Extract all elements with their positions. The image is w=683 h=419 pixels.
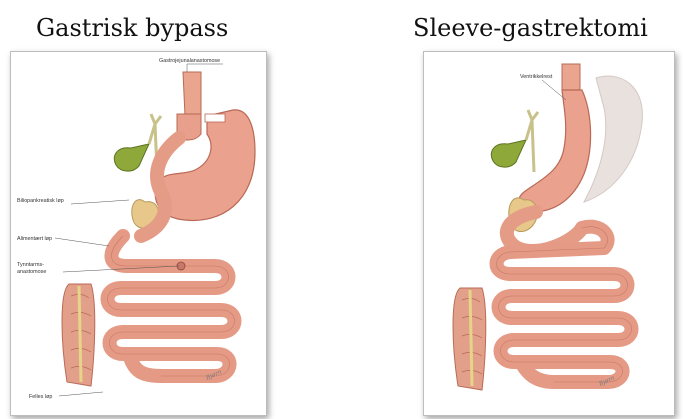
gallbladder — [114, 144, 149, 171]
small-intestine — [108, 236, 235, 376]
colon — [453, 288, 486, 390]
label-jejunojejunal-2: anastomose — [17, 269, 46, 275]
removed-stomach-portion — [584, 76, 642, 202]
colon — [62, 284, 95, 386]
label-common-limb: Felles løp — [29, 394, 52, 400]
title-sleeve-gastrectomy: Sleeve-gastrektomi — [413, 14, 648, 42]
label-gastrojejunal-anastomosis: Gastrojejunalanastomose — [159, 58, 220, 64]
sleeve-gastrectomy-figure: Ventrikkelrest Bjørn — [423, 51, 675, 416]
label-jejunojejunal-1: Tynntarms- — [17, 262, 44, 268]
label-alimentary-limb: Alimentært løp — [17, 236, 52, 242]
gallbladder — [491, 140, 526, 167]
label-biliopancreatic-limb: Biliopankreatisk løp — [17, 198, 64, 204]
bile-duct — [526, 110, 538, 172]
gastric-bypass-figure: Gastrojejunalanastomose Biliopankreatisk… — [10, 51, 267, 416]
label-gastric-remnant: Ventrikkelrest — [520, 74, 553, 80]
gastric-sleeve — [518, 90, 590, 212]
stomach-staple-line — [205, 114, 225, 122]
gastric-bypass-illustration: Gastrojejunalanastomose Biliopankreatisk… — [11, 52, 266, 415]
title-gastric-bypass: Gastrisk bypass — [36, 14, 228, 42]
sleeve-gastrectomy-illustration: Ventrikkelrest Bjørn — [424, 52, 674, 415]
esophagus — [183, 72, 201, 116]
esophagus — [562, 64, 580, 92]
